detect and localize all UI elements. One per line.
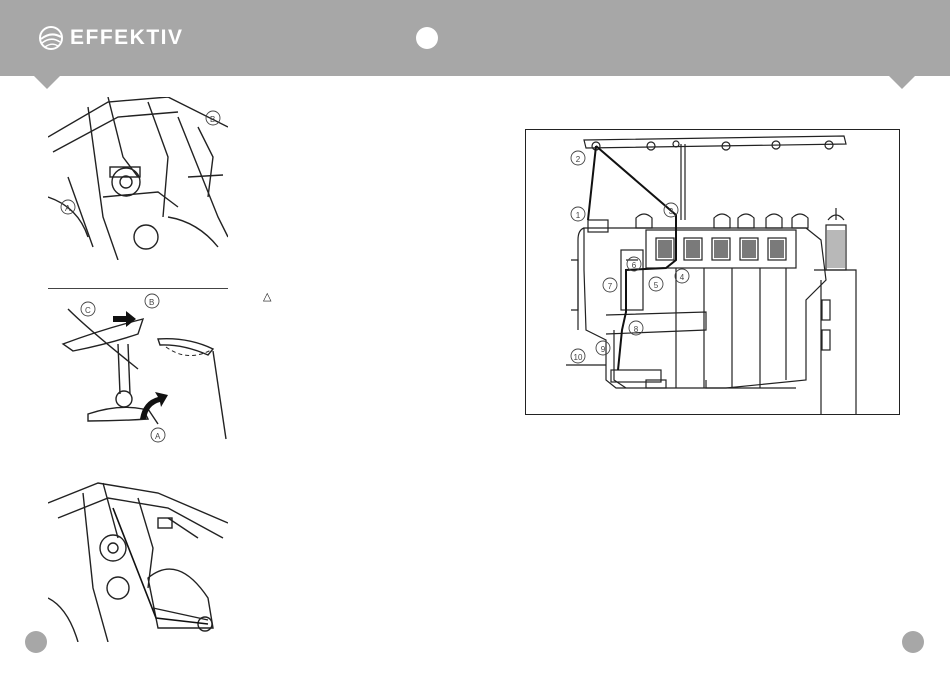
callout-8: 8	[634, 325, 639, 334]
footer-dot-left	[25, 631, 47, 653]
callout-1: 1	[576, 211, 581, 220]
illustration-looper-arm: C B A	[48, 288, 228, 447]
brand-name: EFFEKTIV	[70, 26, 184, 50]
label-a: A	[65, 204, 71, 213]
callout-4: 4	[680, 273, 685, 282]
globe-swoosh-icon	[38, 25, 64, 51]
footer-dot-right	[902, 631, 924, 653]
page-number-badge	[416, 27, 438, 49]
caution-icon: △	[263, 290, 271, 303]
callout-7: 7	[608, 282, 613, 291]
callout-5: 5	[654, 281, 659, 290]
callout-2: 2	[576, 155, 581, 164]
callout-9: 9	[601, 345, 606, 354]
label-c: C	[85, 306, 91, 315]
illustration-threading-looper	[48, 478, 228, 642]
header-notch-right	[889, 76, 915, 89]
illustration-looper-top: B A	[48, 97, 228, 260]
label-a: A	[155, 432, 161, 441]
threading-diagram: 1 2 3 4 5 6 7 8 9 10	[525, 129, 900, 415]
callout-3: 3	[669, 207, 674, 216]
label-b: B	[210, 115, 215, 124]
brand-logo: EFFEKTIV	[38, 24, 184, 52]
header-notch-left	[34, 76, 60, 89]
callout-10: 10	[574, 353, 583, 362]
label-b: B	[149, 298, 154, 307]
callout-6: 6	[632, 261, 637, 270]
